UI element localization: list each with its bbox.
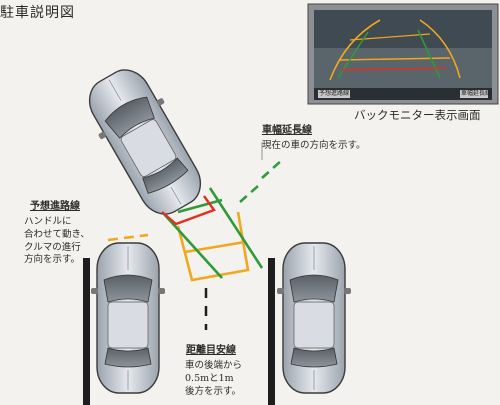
distance-guide-label-body: 車の後端から 0.5mと1m 後方を示す。 xyxy=(185,360,243,397)
vehicle-width-label-title: 車幅延長線 xyxy=(262,125,312,136)
distance-guide-label-title: 距離目安線 xyxy=(186,345,236,356)
monitor-label-right: 車幅延長線 xyxy=(461,90,492,97)
reversing-car xyxy=(74,57,216,227)
monitor-caption: バックモニター表示画面 xyxy=(354,108,481,122)
vehicle-width-label-body: 現在の車の方向を示す。 xyxy=(262,140,366,151)
parking-line-middle xyxy=(268,258,275,405)
distance-line-near xyxy=(161,195,216,226)
parked-car-left xyxy=(90,242,166,394)
parked-car-right xyxy=(276,242,352,394)
predicted-path-label-title: 予想進路線 xyxy=(30,201,80,212)
parking-line-left xyxy=(83,258,90,405)
page-title: 駐車説明図 xyxy=(0,5,75,21)
monitor-label-left: 予想進路線 xyxy=(319,90,350,97)
predicted-path-label-body: ハンドルに 合わせて動き、 クルマの進行 方向を示す。 xyxy=(24,216,90,266)
backup-monitor xyxy=(307,3,499,105)
vehicle-width-lines xyxy=(163,159,283,279)
